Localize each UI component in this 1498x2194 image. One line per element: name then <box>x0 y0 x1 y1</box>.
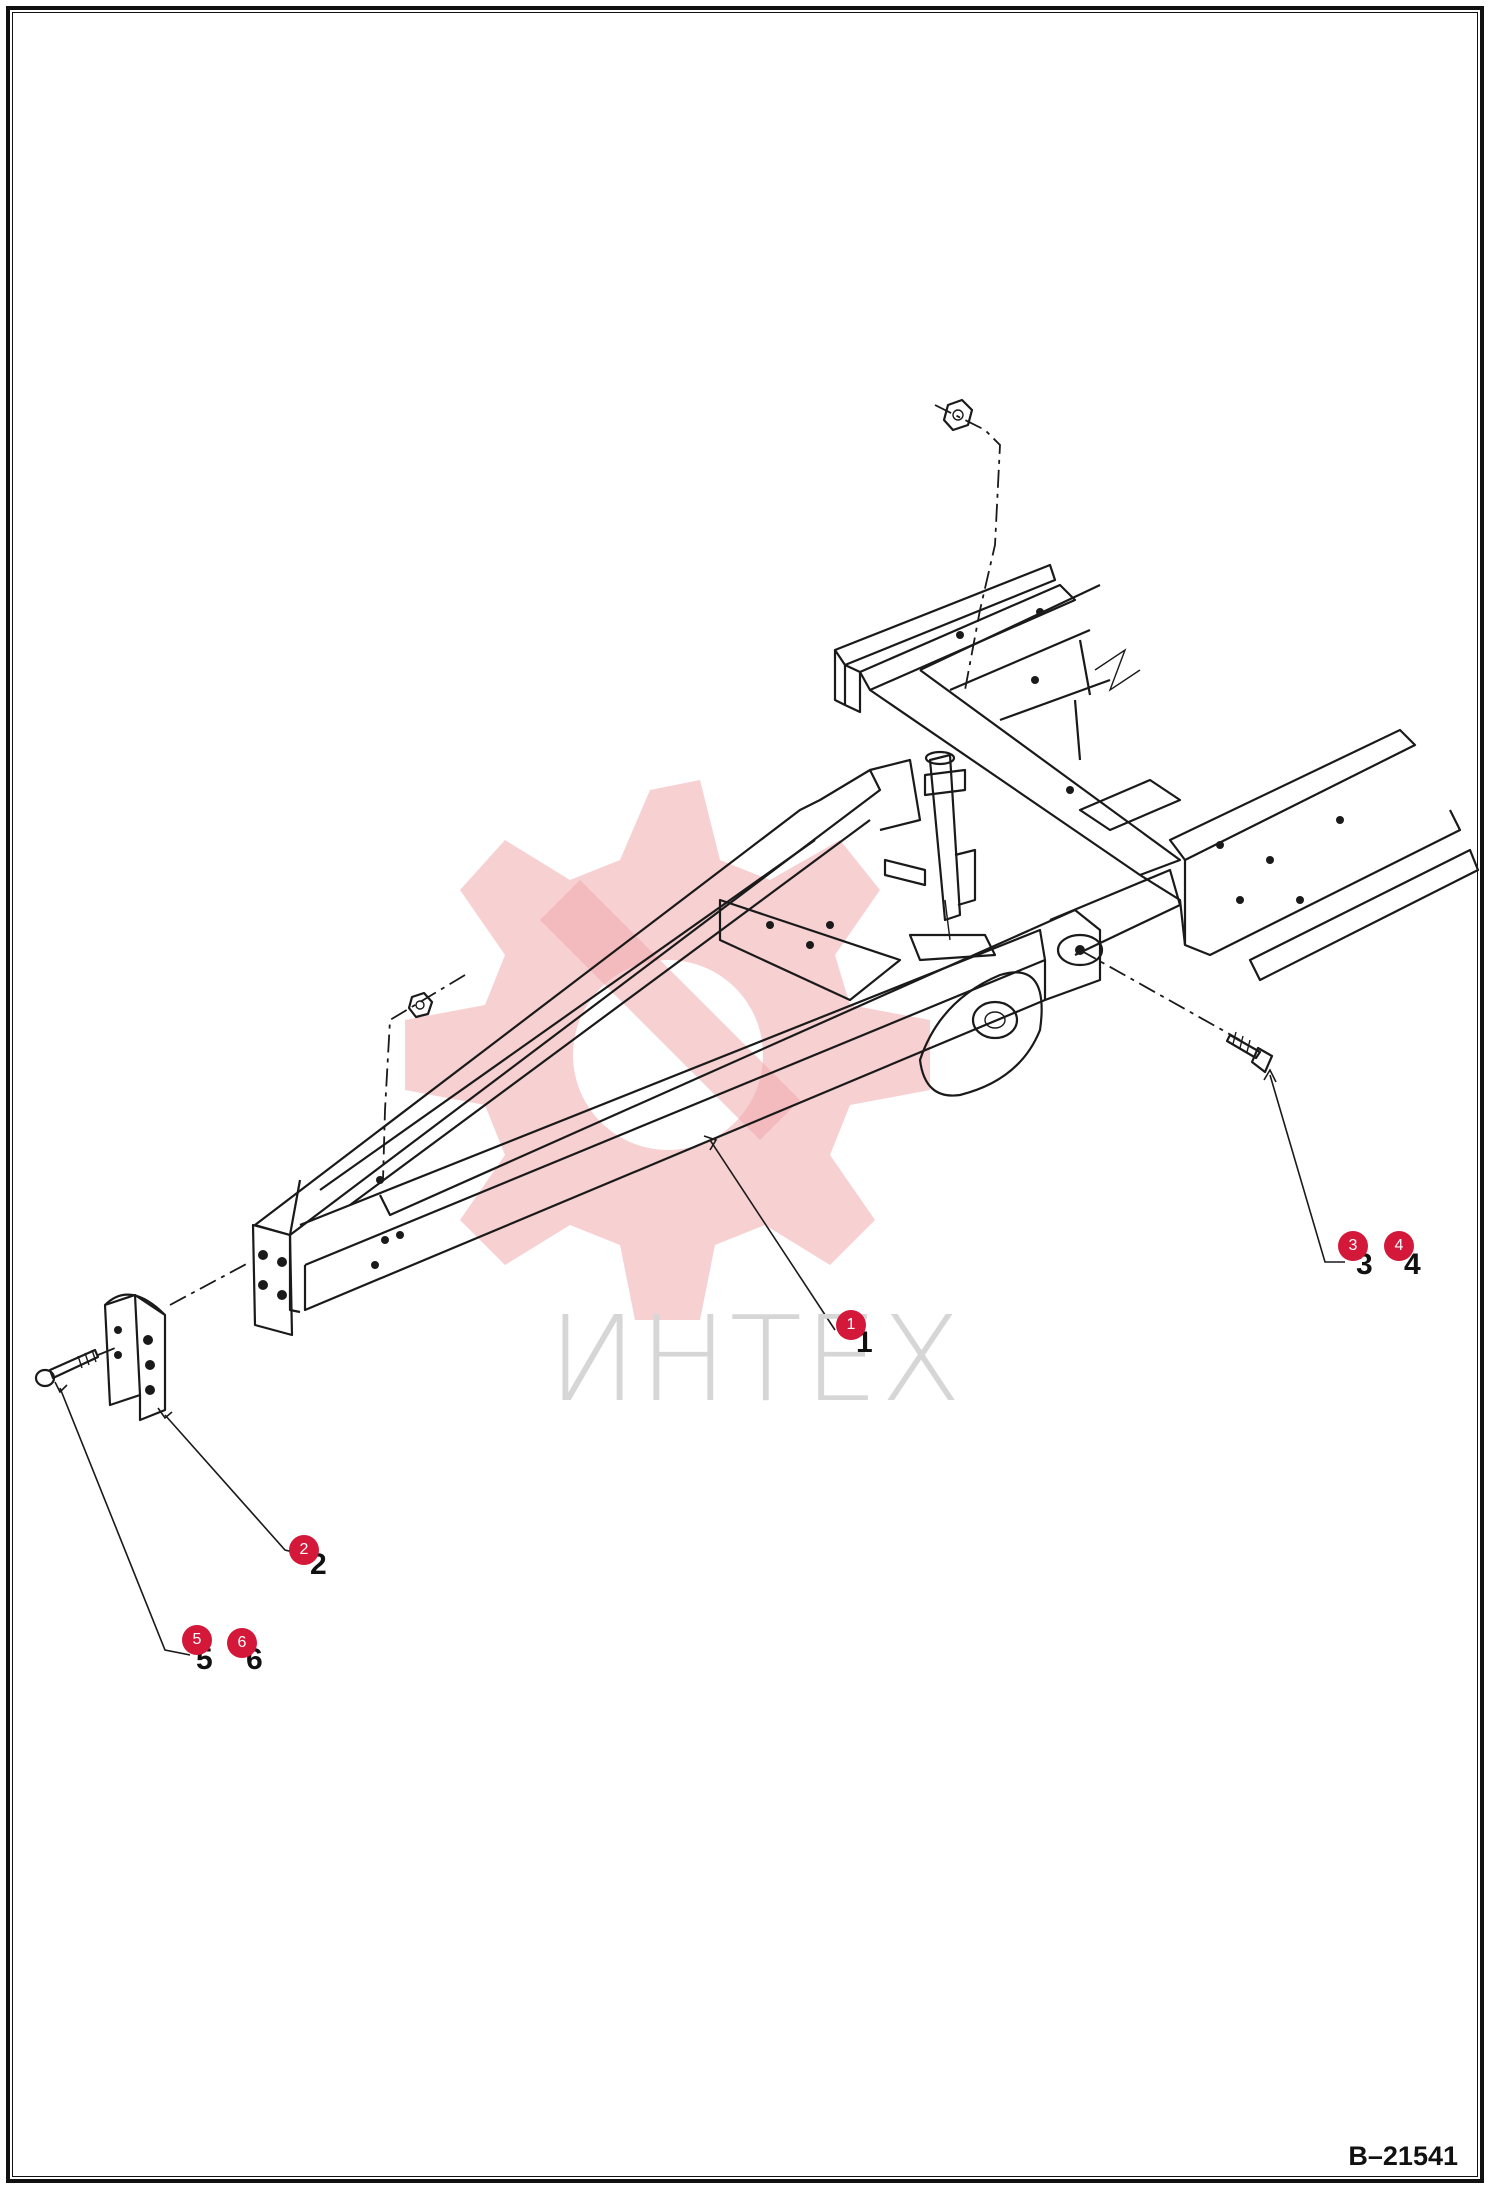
assembly-lines <box>97 404 1241 1356</box>
hitch-bolt <box>34 1348 100 1388</box>
callout-2[interactable]: 2 <box>289 1535 319 1565</box>
callout-3[interactable]: 3 <box>1338 1231 1368 1261</box>
frame-bolt <box>1225 1031 1274 1074</box>
jack-stand <box>883 750 997 962</box>
top-nut-icon <box>942 398 974 432</box>
watermark-text: ИНТЕХ <box>548 1290 964 1428</box>
clevis-part <box>103 1293 167 1422</box>
chassis-frame <box>833 563 1480 982</box>
watermark-gear-icon <box>405 780 930 1320</box>
inner-frame <box>12 12 1478 2177</box>
wheel <box>918 971 1043 1097</box>
callout-5[interactable]: 5 <box>182 1625 212 1655</box>
hitch-plate <box>251 1223 294 1337</box>
callout-6[interactable]: 6 <box>227 1628 257 1658</box>
callout-1[interactable]: 1 <box>836 1310 866 1340</box>
callout-4[interactable]: 4 <box>1384 1231 1414 1261</box>
outer-frame <box>6 6 1484 2183</box>
drawing-number: B–21541 <box>1348 2141 1458 2171</box>
